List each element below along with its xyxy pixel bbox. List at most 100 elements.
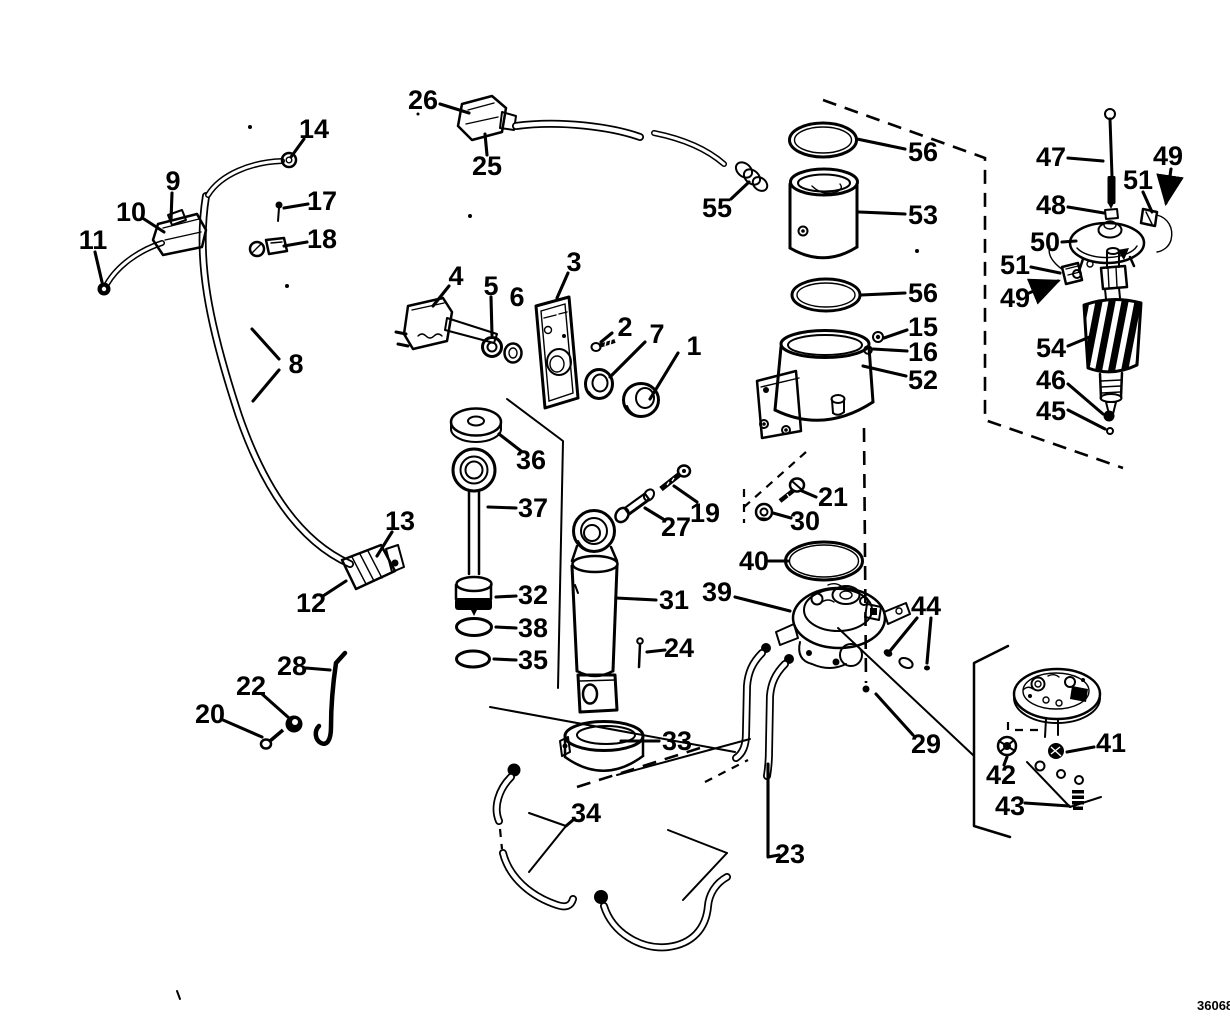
callout-9: 9 [165,166,181,222]
washer-45 [1106,427,1114,435]
callout-label-11: 11 [79,225,108,255]
callout-label-9: 9 [165,166,180,196]
callout-28: 28 [277,651,332,681]
callout-label-4: 4 [448,261,463,291]
callout-5: 5 [483,271,499,337]
callout-label-25: 25 [472,151,502,181]
callout-label-38: 38 [518,613,548,643]
callout-35: 35 [492,645,548,675]
callout-36: 36 [497,432,546,475]
callout-label-32: 32 [518,580,548,610]
screw-2 [590,339,616,352]
callout-label-23: 23 [775,839,805,869]
callout-44: 44 [888,591,941,665]
callout-label-8: 8 [288,349,303,379]
housing-52 [755,329,875,440]
callout-51: 51 [1000,250,1062,280]
callout-label-42: 42 [986,760,1016,790]
brush-51-left [1048,245,1084,286]
callout-label-2: 2 [617,312,632,342]
callout-25: 25 [472,132,502,181]
thru-bolt-47 [1104,108,1116,204]
callout-3: 3 [555,247,582,300]
callout-34: 34 [564,798,601,828]
callout-label-7: 7 [649,319,664,349]
callout-label-5: 5 [483,271,498,301]
callout-label-47: 47 [1036,142,1066,172]
callout-label-56: 56 [908,278,938,308]
o-ring-35 [455,649,491,669]
piston-32 [454,575,493,616]
callout-55: 55 [702,180,751,223]
callout-label-49: 49 [1153,141,1183,171]
callout-7: 7 [608,319,665,379]
callout-14: 14 [289,114,329,159]
callout-24: 24 [645,633,694,663]
callout-26: 26 [408,85,471,115]
callout-label-21: 21 [818,482,848,512]
callout-15: 15 [882,312,938,342]
callout-52: 52 [861,364,938,395]
callout-6: 6 [509,282,524,312]
callout-label-44: 44 [911,591,941,621]
callout-label-14: 14 [299,114,329,144]
callout-21: 21 [800,482,848,512]
callout-label-43: 43 [995,791,1025,821]
washer-30 [754,502,774,522]
callout-label-17: 17 [307,186,337,216]
callout-49: 49 [1000,278,1061,313]
callout-label-19: 19 [690,498,720,528]
knob-1 [622,382,660,418]
callout-label-3: 3 [566,247,581,277]
washer-16 [863,345,873,355]
callout-56: 56 [859,278,938,308]
terminal-18 [248,236,289,258]
part-motor-cable [456,94,727,167]
callout-label-31: 31 [659,585,689,615]
callout-29: 29 [874,692,941,759]
callout-label-22: 22 [236,671,266,701]
ring-terminal-11 [97,282,111,296]
callout-label-51: 51 [1123,165,1153,195]
callout-label-35: 35 [518,645,548,675]
callout-label-10: 10 [116,197,146,227]
pump-assembly-39 [761,583,911,669]
callout-label-37: 37 [518,493,548,523]
callout-45: 45 [1036,396,1107,431]
callout-37: 37 [486,493,548,523]
callout-label-50: 50 [1030,227,1060,257]
grommet-55 [734,161,769,192]
nut-42 [996,735,1018,757]
spacer-27 [614,488,656,524]
callout-23: 23 [766,762,805,869]
callout-label-6: 6 [509,282,524,312]
callout-label-20: 20 [195,699,225,729]
screw-20 [259,728,285,750]
callout-label-51: 51 [1000,250,1030,280]
callout-label-48: 48 [1036,190,1066,220]
switch-faceplate-3 [534,295,580,410]
callout-22: 22 [236,671,291,720]
callout-label-45: 45 [1036,396,1066,426]
callout-label-49: 49 [1000,283,1030,313]
callout-label-46: 46 [1036,365,1066,395]
callout-4: 4 [431,261,464,308]
callout-47: 47 [1036,142,1105,172]
callout-11: 11 [79,225,108,284]
construction-lines [489,98,1124,901]
callout-label-15: 15 [908,312,938,342]
connector-9-10 [151,209,208,257]
callout-1: 1 [648,331,702,401]
callout-label-24: 24 [664,633,694,663]
callout-43: 43 [995,791,1071,821]
callout-label-56: 56 [908,137,938,167]
bolt-19 [659,464,692,492]
o-ring-38 [455,617,493,637]
motor-end-cap-detail [1012,667,1102,738]
callout-51: 51 [1123,165,1154,214]
callout-32: 32 [494,580,548,610]
callout-label-29: 29 [911,729,941,759]
callout-39: 39 [702,577,792,613]
callout-label-54: 54 [1036,333,1066,363]
